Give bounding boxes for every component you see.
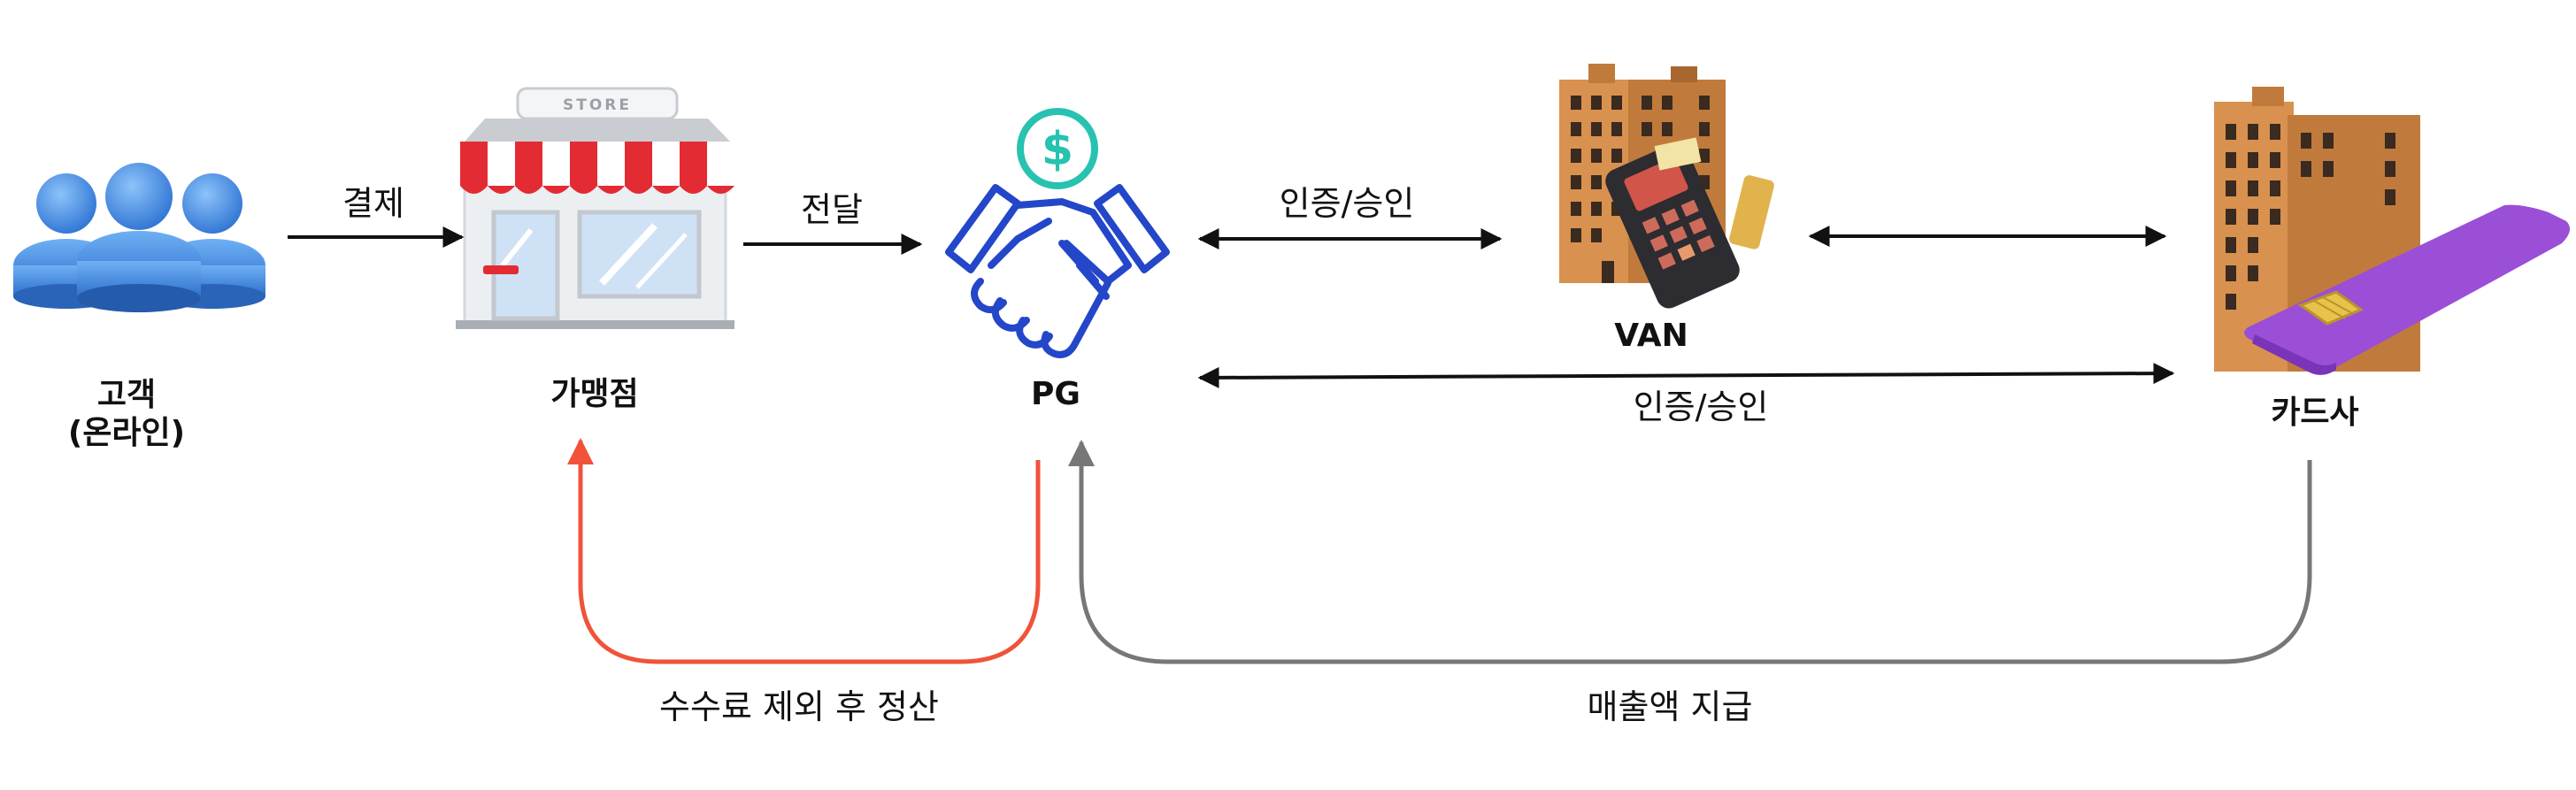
van-label: VAN xyxy=(1614,318,1688,354)
customer-label: 고객 (온라인) xyxy=(68,376,185,452)
pg-label: PG xyxy=(1031,376,1080,412)
edge-label-sales-payment: 매출액 지급 xyxy=(1587,687,1753,726)
merchant-label: 가맹점 xyxy=(550,376,639,412)
edge-label-settlement: 수수료 제외 후 정산 xyxy=(659,687,939,726)
arrow-payment-card-to-pg xyxy=(1068,440,2312,664)
pos-terminal-icon xyxy=(1605,137,1774,309)
handshake-icon xyxy=(945,184,1170,358)
customer-label-line2: (온라인) xyxy=(67,415,186,452)
edge-label-payment: 결제 xyxy=(342,184,404,223)
arrow-pg-card xyxy=(1197,363,2175,388)
credit-card-icon xyxy=(2244,204,2570,375)
customers-icon xyxy=(13,163,265,312)
coin-icon: $ xyxy=(1017,108,1098,189)
customer-label-line1: 고객 xyxy=(96,377,157,413)
edge-label-pg-card-auth: 인증/승인 xyxy=(1633,387,1769,426)
edge-label-pg-van-auth: 인증/승인 xyxy=(1279,184,1415,223)
edge-label-forward: 전달 xyxy=(801,190,863,229)
store-icon: STORE xyxy=(456,87,734,329)
arrow-settlement-pg-to-merchant xyxy=(567,438,1041,664)
store-sign-text: STORE xyxy=(563,96,632,114)
coin-symbol: $ xyxy=(1042,123,1073,176)
card-company-label: 카드사 xyxy=(2271,395,2359,431)
